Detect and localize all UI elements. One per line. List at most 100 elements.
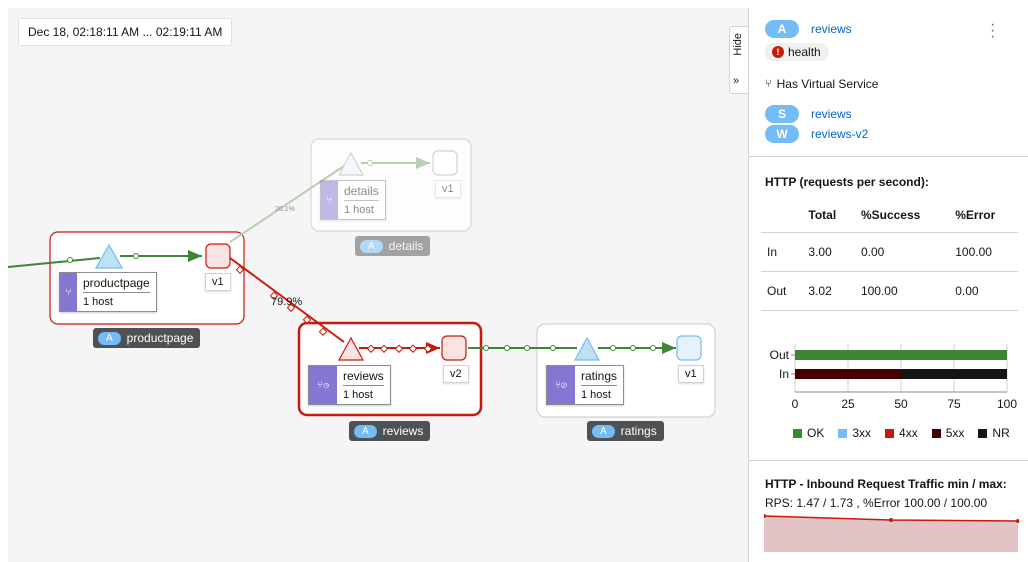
legend-swatch — [931, 429, 941, 439]
legend-swatch — [838, 429, 848, 439]
x-tick-label: 25 — [841, 397, 855, 411]
divider — [749, 460, 1028, 461]
app-badge: A — [354, 424, 377, 438]
node-host: 1 host — [581, 389, 611, 401]
legend-item-3xx[interactable]: 3xx — [838, 426, 871, 440]
legend-swatch — [885, 429, 895, 439]
node-host: 1 host — [343, 389, 373, 401]
service-triangle-productpage — [94, 243, 124, 269]
table-header-row: Total %Success %Error — [761, 200, 1018, 233]
kebab-menu-icon[interactable]: ··· — [990, 16, 996, 45]
bar-segment-5xx-in[interactable] — [795, 369, 901, 379]
inbound-traffic-title: HTTP - Inbound Request Traffic min / max… — [765, 477, 1007, 491]
summary-panel: A reviews ··· ! health ⑂ Has Virtual Ser… — [748, 8, 1028, 562]
service-badge: S — [765, 105, 799, 123]
edge-incoming — [8, 257, 101, 268]
table-header — [761, 200, 803, 233]
version-label-details: v1 — [435, 180, 461, 198]
app-link[interactable]: reviews — [811, 22, 852, 36]
table-cell: 3.02 — [802, 271, 855, 311]
legend-swatch — [978, 429, 988, 439]
table-row: In 3.00 0.00 100.00 — [761, 232, 1018, 272]
workload-square-ratings-v1 — [676, 335, 702, 361]
legend-label: 4xx — [899, 426, 918, 440]
table-cell: 0.00 — [854, 232, 950, 272]
time-range-display[interactable]: Dec 18, 02:18:11 AM ... 02:19:11 AM — [18, 18, 233, 46]
legend-item-ok[interactable]: OK — [793, 426, 824, 440]
sparkline-point — [1016, 519, 1019, 523]
x-tick-label: 100 — [997, 397, 1017, 411]
hide-label: Hide — [732, 33, 744, 56]
node-name: productpage — [83, 276, 150, 293]
node-host: 1 host — [83, 296, 113, 308]
sparkline-point — [764, 514, 766, 518]
branch-no-entry-icon: ⑂⊘ — [547, 366, 575, 404]
http-rps-title: HTTP (requests per second): — [765, 175, 929, 189]
version-label-ratings: v1 — [678, 365, 704, 383]
table-cell: 0.00 — [949, 271, 1018, 311]
legend-swatch — [793, 429, 802, 439]
table-cell: 3.00 — [802, 232, 855, 272]
service-triangle-ratings — [573, 336, 601, 361]
node-reviews[interactable]: ⑂◷ reviews 1 host — [308, 365, 391, 405]
bar-segment-nr-in[interactable] — [901, 369, 1007, 379]
legend-item-4xx[interactable]: 4xx — [885, 426, 918, 440]
legend-item-5xx[interactable]: 5xx — [931, 426, 965, 440]
node-name: details — [344, 184, 379, 201]
x-tick-label: 50 — [894, 397, 908, 411]
table-cell: In — [761, 232, 803, 272]
app-label-text: productpage — [126, 331, 194, 345]
version-label-productpage: v1 — [205, 273, 231, 291]
service-link[interactable]: reviews — [811, 107, 852, 121]
workload-link[interactable]: reviews-v2 — [811, 127, 869, 141]
edge-to-reviews — [229, 257, 345, 343]
node-name: reviews — [343, 369, 384, 386]
panel-app-row: A reviews — [765, 20, 852, 38]
version-label-reviews: v2 — [443, 365, 469, 383]
inbound-sparkline — [764, 514, 1019, 552]
virtual-service-row: ⑂ Has Virtual Service — [765, 77, 878, 91]
branch-clock-icon: ⑂◷ — [309, 366, 337, 404]
app-label-text: ratings — [620, 424, 657, 438]
legend-label: 3xx — [852, 426, 872, 440]
health-badge[interactable]: ! health — [765, 43, 829, 61]
bar-segment-ok-out[interactable] — [795, 350, 1007, 360]
table-cell: Out — [761, 271, 803, 311]
edge-to-details — [229, 165, 345, 243]
double-chevron-right-icon: » — [733, 75, 740, 87]
sparkline-point — [889, 518, 893, 522]
legend-label: OK — [807, 426, 825, 440]
traffic-graph[interactable]: Dec 18, 02:18:11 AM ... 02:19:11 AM Hide… — [8, 8, 748, 562]
branch-icon: ⑂ — [60, 273, 77, 311]
branch-icon: ⑂ — [765, 78, 772, 90]
branch-icon: ⑂ — [321, 181, 338, 219]
table-cell: 100.00 — [949, 232, 1018, 272]
health-label: health — [788, 45, 821, 59]
edge-label-details: 20.1% — [275, 206, 295, 213]
panel-service-row: S reviews — [765, 105, 852, 123]
workload-square-reviews-v2 — [441, 335, 467, 361]
legend-label: NR — [992, 426, 1010, 440]
node-productpage[interactable]: ⑂ productpage 1 host — [59, 272, 157, 312]
legend-label: 5xx — [945, 426, 965, 440]
panel-workload-row: W reviews-v2 — [765, 125, 868, 143]
divider — [749, 156, 1028, 157]
workload-square-productpage-v1 — [205, 243, 231, 269]
table-header: %Success — [854, 200, 950, 233]
table-header: Total — [802, 200, 855, 233]
app-label-text: details — [388, 239, 424, 253]
table-header: %Error — [949, 200, 1018, 233]
app-badge: A — [360, 239, 383, 253]
service-triangle-reviews — [337, 336, 365, 361]
legend-item-nr[interactable]: NR — [978, 426, 1010, 440]
x-tick-label: 75 — [947, 397, 961, 411]
x-tick-label: 0 — [792, 397, 799, 411]
hide-panel-toggle[interactable]: Hide » — [729, 26, 748, 94]
